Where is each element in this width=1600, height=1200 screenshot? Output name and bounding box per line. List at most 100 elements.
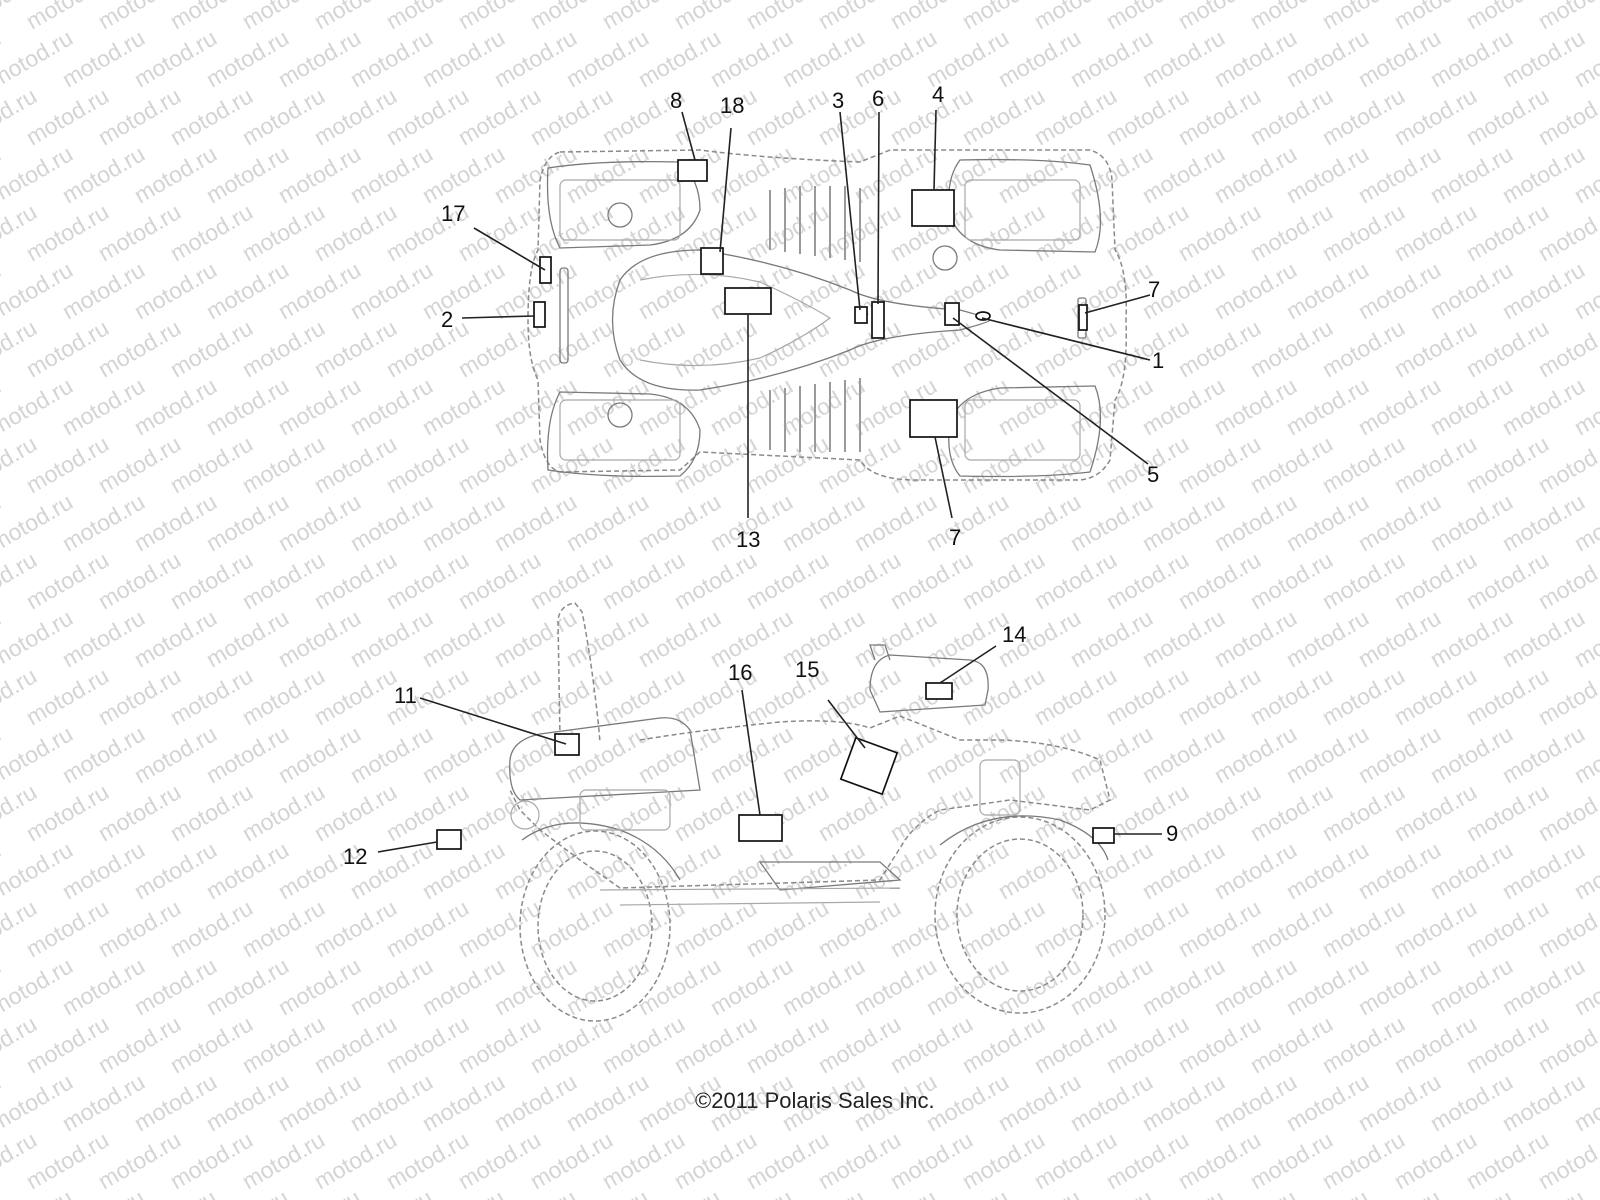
watermark-text: motod.ru [670,1010,762,1078]
watermark-text: motod.ru [1138,488,1230,556]
watermark-text: motod.ru [22,894,114,962]
watermark-text: motod.ru [58,372,150,440]
watermark-text: motod.ru [1390,430,1482,498]
watermark-text: motod.ru [958,430,1050,498]
watermark-text: motod.ru [0,1184,5,1200]
footrest-tread-lower [769,378,861,452]
watermark-text: motod.ru [1498,140,1590,208]
watermark-text: motod.ru [418,836,510,904]
watermark-text: motod.ru [1174,1126,1266,1194]
watermark-text: motod.ru [1102,778,1194,846]
callout-3: 3 [832,88,844,113]
watermark-text: motod.ru [706,836,798,904]
watermark-text: motod.ru [1498,488,1590,556]
watermark-text: motod.ru [1210,488,1302,556]
watermark-text: motod.ru [1282,836,1374,904]
watermark-text: motod.ru [490,488,582,556]
watermark-text: motod.ru [310,1010,402,1078]
watermark-text: motod.ru [598,198,690,266]
watermark-text: motod.ru [454,662,546,730]
watermark-text: motod.ru [526,894,618,962]
decal-14 [925,682,953,700]
watermark-text: motod.ru [1426,140,1518,208]
watermark-text: motod.ru [994,836,1086,904]
watermark-text: motod.ru [346,604,438,672]
watermark-text: motod.ru [310,314,402,382]
decal-16 [738,814,783,842]
watermark-text: motod.ru [346,256,438,324]
watermark-text: motod.ru [1318,894,1410,962]
callout-18: 18 [720,93,744,118]
watermark-text: motod.ru [238,778,330,846]
watermark-text: motod.ru [1246,314,1338,382]
watermark-text: motod.ru [778,604,870,672]
watermark-text: motod.ru [274,604,366,672]
watermark-text: motod.ru [238,894,330,962]
watermark-text: motod.ru [130,1068,222,1136]
watermark-text: motod.ru [1030,82,1122,150]
watermark-text: motod.ru [202,836,294,904]
side-view-decals [436,682,1115,850]
watermark-text: motod.ru [850,24,942,92]
watermark-text: motod.ru [454,314,546,382]
watermark-text: motod.ru [22,662,114,730]
watermark-text: motod.ru [1462,430,1554,498]
watermark-text: motod.ru [886,894,978,962]
watermark-text: motod.ru [1102,546,1194,614]
watermark-text: motod.ru [1354,256,1446,324]
watermark-text: motod.ru [1354,372,1446,440]
watermark-text: motod.ru [1066,604,1158,672]
watermark-text: motod.ru [1318,198,1410,266]
watermark-text: motod.ru [598,546,690,614]
watermark-text: motod.ru [1282,720,1374,788]
watermark-text: motod.ru [1462,662,1554,730]
watermark-text: motod.ru [346,140,438,208]
watermark-text: motod.ru [274,952,366,1020]
watermark-text: motod.ru [742,1010,834,1078]
watermark-text: motod.ru [814,662,906,730]
watermark-text: motod.ru [130,140,222,208]
watermark-text: motod.ru [166,1010,258,1078]
watermark-text: motod.ru [1462,894,1554,962]
watermark-text: motod.ru [634,720,726,788]
watermark-text: motod.ru [706,952,798,1020]
watermark-text: motod.ru [1030,1010,1122,1078]
watermark-text: motod.ru [418,140,510,208]
watermark-text: motod.ru [22,546,114,614]
watermark-text: motod.ru [382,1126,474,1194]
watermark-text: motod.ru [310,778,402,846]
watermark-text: motod.ru [1246,778,1338,846]
watermark-text: motod.ru [202,488,294,556]
watermark-text: motod.ru [22,778,114,846]
watermark-text: motod.ru [454,430,546,498]
watermark-text: motod.ru [922,604,1014,672]
watermark-text: motod.ru [418,256,510,324]
watermark-text: motod.ru [1462,314,1554,382]
watermark-text: motod.ru [310,894,402,962]
callout-17: 17 [441,201,465,226]
watermark-text: motod.ru [922,720,1014,788]
watermark-text: motod.ru [886,546,978,614]
watermark-text: motod.ru [1246,1126,1338,1194]
watermark-text: motod.ru [526,430,618,498]
watermark-text: motod.ru [1210,952,1302,1020]
watermark-text: motod.ru [454,198,546,266]
watermark-text: motod.ru [1138,952,1230,1020]
watermark-text: motod.ru [958,1126,1050,1194]
watermark-text: motod.ru [454,1126,546,1194]
callout-7-number: 7 [949,525,961,550]
callout-13: 13 [736,527,760,552]
watermark-text: motod.ru [1462,82,1554,150]
watermark-text: motod.ru [1138,604,1230,672]
watermark-text: motod.ru [1390,198,1482,266]
watermark-text: motod.ru [1210,24,1302,92]
watermark-text: motod.ru [598,430,690,498]
watermark-text: motod.ru [1282,256,1374,324]
watermark-text: motod.ru [562,952,654,1020]
watermark-text: motod.ru [1174,1010,1266,1078]
watermark-text: motod.ru [634,24,726,92]
watermark-text: motod.ru [1390,82,1482,150]
watermark-text: motod.ru [886,778,978,846]
watermark-text: motod.ru [382,314,474,382]
watermark-text: motod.ru [850,836,942,904]
